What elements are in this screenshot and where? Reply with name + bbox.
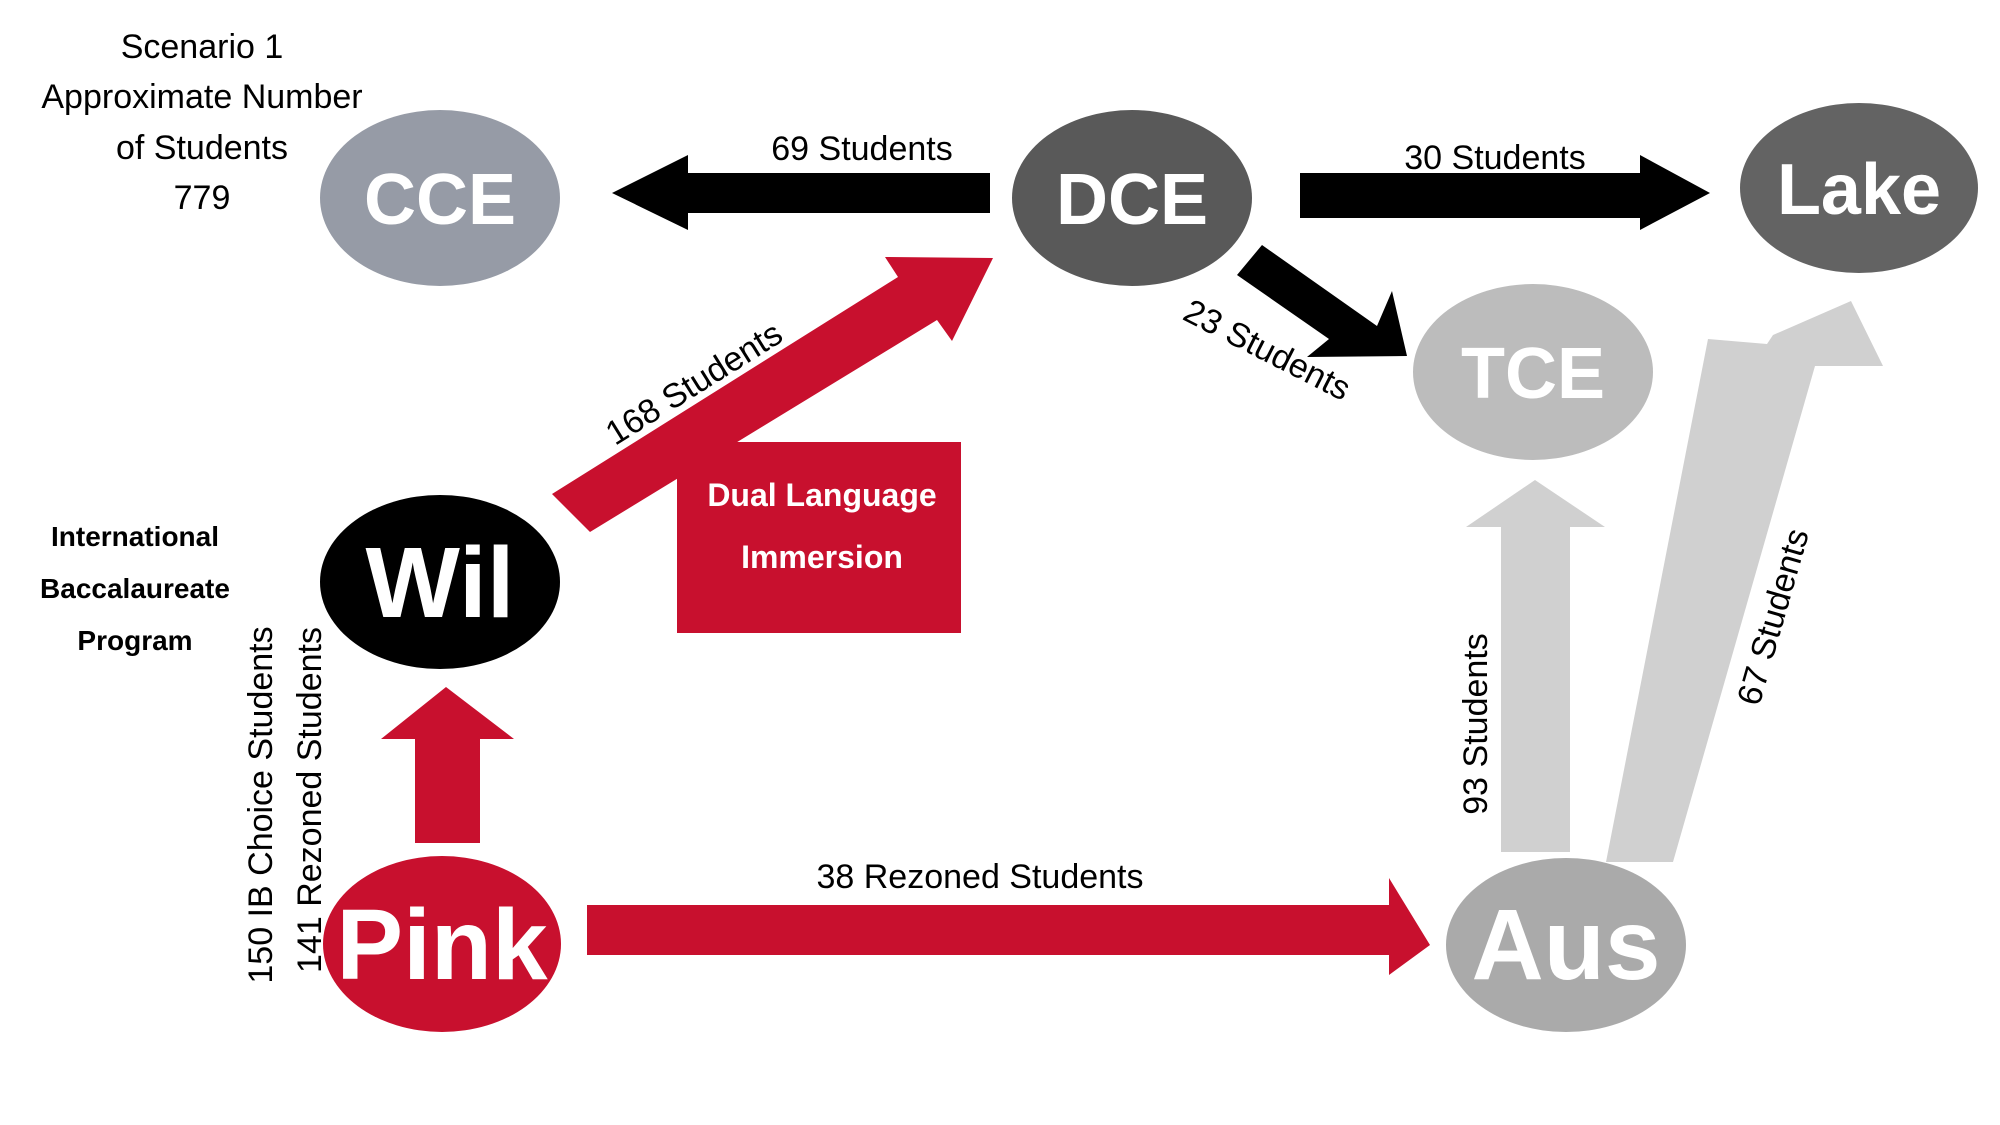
- school-label-aus: Aus: [1472, 889, 1661, 1001]
- school-node-cce: [320, 110, 560, 286]
- school-node-lake: [1740, 103, 1978, 273]
- flow-label-aus-to-tce: 93 Students: [1457, 633, 1495, 814]
- school-node-wil: [320, 495, 560, 669]
- flow-label-dce-to-lake: 30 Students: [1404, 139, 1585, 177]
- arrow-aus-to-tce: [1466, 480, 1605, 852]
- scenario-student-count: 779: [174, 179, 231, 217]
- ib-program-label-line2: Baccalaureate: [40, 573, 230, 604]
- arrow-dce-to-cce: [612, 155, 990, 230]
- scenario-title-line2: Approximate Number: [41, 78, 362, 116]
- school-node-dce: [1012, 110, 1252, 286]
- flow-label-pink-to-aus: 38 Rezoned Students: [816, 858, 1143, 896]
- school-label-tce: TCE: [1461, 334, 1605, 414]
- school-node-tce: [1413, 284, 1653, 460]
- school-label-wil: Wil: [365, 527, 514, 639]
- dual-language-box: [677, 442, 961, 633]
- arrow-dce-to-tce: [1237, 245, 1407, 357]
- school-label-lake: Lake: [1777, 150, 1941, 230]
- flow-label-dce-to-cce: 69 Students: [771, 130, 952, 168]
- dual-language-label-line2: Immersion: [741, 539, 903, 575]
- scenario-title-line3: of Students: [116, 129, 288, 167]
- ib-program-label-line1: International: [51, 521, 219, 552]
- arrow-aus-to-lake: [1606, 301, 1883, 862]
- flow-label-pink-to-wil-choice: 150 IB Choice Students: [242, 626, 280, 983]
- school-node-aus: [1446, 858, 1686, 1032]
- arrow-pink-to-aus: [587, 878, 1430, 975]
- school-node-pink: [323, 856, 561, 1032]
- flow-label-pink-to-wil-rezoned: 141 Rezoned Students: [291, 627, 329, 973]
- dual-language-label-line1: Dual Language: [707, 477, 936, 513]
- scenario-title-line1: Scenario 1: [121, 28, 284, 66]
- school-label-dce: DCE: [1056, 160, 1208, 240]
- ib-program-label-line3: Program: [77, 625, 192, 656]
- school-label-pink: Pink: [336, 889, 548, 1001]
- school-label-cce: CCE: [364, 160, 516, 240]
- arrow-dce-to-lake: [1300, 155, 1710, 230]
- arrow-wil-to-dce: [552, 257, 993, 532]
- arrow-pink-to-wil: [381, 687, 514, 843]
